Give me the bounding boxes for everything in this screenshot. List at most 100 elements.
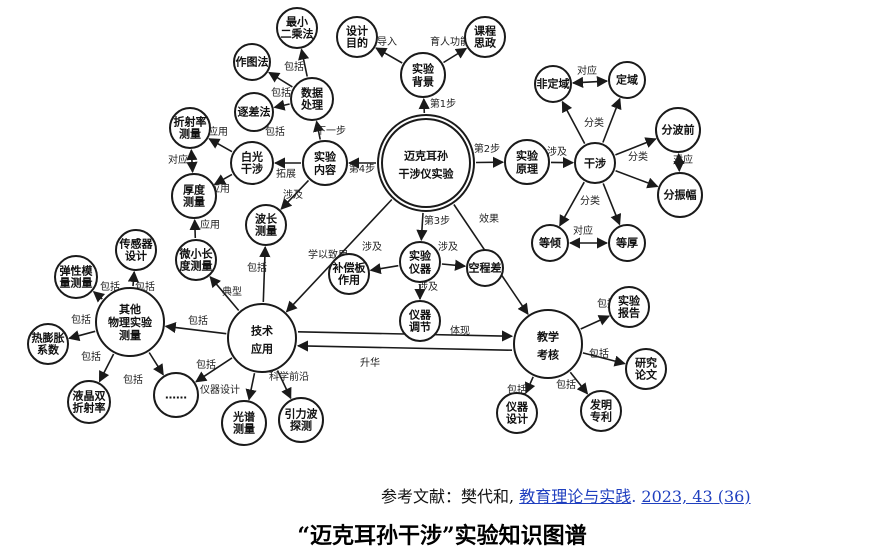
edge-other-lcd [98, 353, 115, 383]
node-label-other: 测量 [119, 328, 141, 342]
edge-interference-nonlocal [561, 100, 586, 144]
edge-center-background [418, 97, 430, 114]
node-label-teaching: 考核 [537, 347, 559, 361]
edge-label-extend: 拓展 [276, 168, 296, 180]
edge-label-effect: 效果 [479, 212, 499, 225]
edge-label-embody: 体现 [450, 325, 470, 337]
node-circle-background [400, 52, 446, 98]
edge-interference-equal_inclination [559, 181, 585, 227]
node-label-instrument: 实验 [409, 248, 432, 262]
node-circle-white [230, 141, 274, 185]
node-label-center: 迈克耳孙 [404, 148, 448, 162]
node-label-successive: 逐差法 [238, 105, 271, 119]
edge-label-involves: 涉及 [547, 145, 567, 158]
node-amplitude_split: 分振幅 [657, 172, 703, 218]
edge-label-involves: 涉及 [283, 188, 303, 201]
edge-other-etc [148, 352, 164, 376]
node-label-data_proc: 处理 [300, 98, 323, 112]
node-label-patent: 专利 [590, 410, 612, 424]
edge-label-apply: 应用 [208, 125, 228, 138]
edge-label-next_step: 下一步 [316, 125, 346, 137]
edge-label-include: 包括 [284, 60, 304, 73]
node-circle-content [302, 140, 348, 186]
node-label-etc: …… [165, 389, 187, 402]
node-circle-patent [580, 390, 622, 432]
reference-citation: 参考文献：樊代和, 教育理论与实践. 2023, 43 (36) [381, 483, 751, 507]
node-label-elastic: 量测量 [60, 276, 93, 290]
node-label-nonlocal: 非定域 [537, 77, 570, 91]
node-label-interference: 干涉 [584, 156, 606, 170]
reference-prefix: 参考文献：樊代和, [381, 487, 515, 506]
edge-label-classify: 分类 [584, 116, 604, 129]
edge-refractive-thickness [186, 148, 198, 174]
node-amplitude_div: 分波前 [655, 107, 701, 153]
node-label-compensator: 补偿板 [332, 261, 367, 275]
node-etc: …… [153, 372, 199, 418]
node-label-localized: 定域 [616, 73, 638, 87]
node-circle-least_sq [276, 7, 318, 49]
node-label-content: 实验 [314, 149, 337, 163]
edge-other-elastic [92, 290, 106, 303]
node-label-refractive: 折射率 [174, 115, 207, 129]
edge-label-include: 包括 [71, 313, 91, 326]
node-circle-small_length [175, 239, 217, 281]
edge-interference-amplitude_div [615, 137, 657, 156]
edge-background-purpose [375, 47, 403, 64]
node-circle-lcd [67, 380, 111, 424]
edge-application-etc [195, 357, 233, 383]
node-label-background: 背景 [412, 75, 434, 89]
node-label-compensator: 作用 [338, 273, 360, 287]
edge-label-corresponds: 对应 [573, 224, 593, 237]
node-label-background: 实验 [412, 61, 435, 75]
edge-label-involves: 涉及 [438, 240, 458, 253]
edge-content-wavelength [280, 179, 310, 210]
reference-issue-link[interactable]: 2023, 43 (36) [641, 487, 751, 506]
node-circle-compensator [328, 253, 370, 295]
node-circle-instrument [399, 241, 441, 283]
node-label-other: 物理实验 [108, 315, 153, 329]
reference-journal-link[interactable]: 教育理论与实践 [519, 487, 632, 506]
edge-data_proc-plot [268, 71, 293, 88]
node-circle-ideology [464, 16, 506, 58]
edge-amplitude_div-amplitude_split [673, 152, 685, 173]
node-label-instr_design: 设计 [506, 412, 528, 426]
edge-label-include: 包括 [196, 358, 216, 371]
edge-interference-localized [602, 97, 622, 143]
node-label-white: 白光 [241, 150, 263, 164]
node-label-sensor: 设计 [125, 249, 147, 263]
edge-label-corresponds: 对应 [168, 153, 188, 166]
edge-label-corresponds: 对应 [577, 64, 597, 77]
node-interference: 干涉 [574, 142, 616, 184]
node-circle-refractive [169, 107, 211, 149]
edge-label-classify: 分类 [580, 194, 600, 207]
edge-label-include: 包括 [556, 378, 576, 391]
node-label-wavelength: 测量 [255, 224, 277, 238]
edge-content-data_proc [313, 120, 325, 140]
edge-label-step2: 第2步 [474, 142, 500, 155]
node-label-lcd: 折射率 [73, 401, 106, 415]
edge-label-involves: 涉及 [418, 280, 438, 293]
node-circle-localized [608, 61, 646, 99]
node-label-spectrum: 光谱 [232, 410, 255, 424]
node-circle-elastic [54, 255, 98, 299]
node-circle-plot [233, 43, 271, 81]
edge-application-small_length [209, 275, 240, 312]
node-circle-expansion [27, 323, 69, 365]
node-successive: 逐差法 [234, 92, 274, 132]
node-label-application: 应用 [251, 341, 273, 355]
edge-nonlocal-localized [571, 76, 609, 88]
node-circle-center [381, 118, 471, 208]
